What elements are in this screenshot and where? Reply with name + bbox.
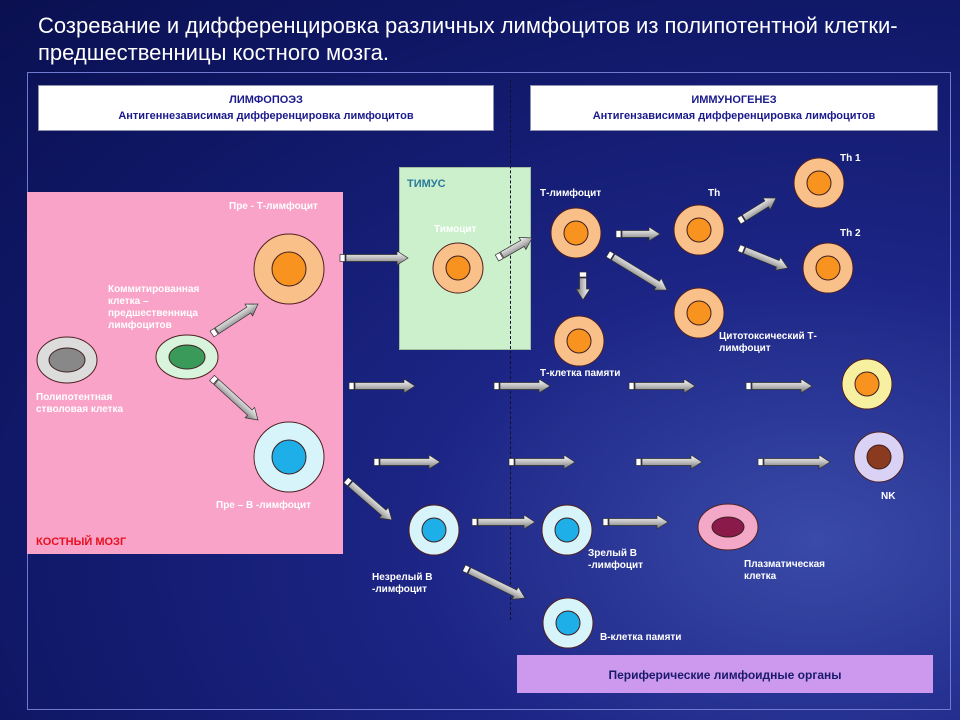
pre-b-cell bbox=[253, 421, 325, 493]
arrow-pre-b-to-immature bbox=[343, 476, 393, 521]
b-memory-cell bbox=[542, 597, 594, 649]
arrow-th-to-th2 bbox=[737, 244, 789, 271]
thymus-label: ТИМУС bbox=[407, 178, 446, 190]
arrow-t-to-cytotoxic bbox=[605, 250, 668, 291]
immature-b-label: Незрелый В -лимфоцит bbox=[372, 572, 433, 595]
arrow-t-to-memory bbox=[575, 271, 591, 301]
arrow-nk-5 bbox=[373, 454, 441, 470]
lymphopoiesis-box: ЛИМФОПОЭЗ Антигеннезависимая дифференцир… bbox=[38, 85, 494, 131]
mature-b-label: Зрелый В -лимфоцит bbox=[588, 548, 644, 571]
arrow-pre-t-to-thymus bbox=[339, 250, 409, 266]
lymphopoiesis-subtitle: Антигеннезависимая дифференцировка лимфо… bbox=[118, 110, 414, 122]
b-memory-label: В-клетка памяти bbox=[600, 632, 682, 643]
cytotoxic-label: Цитотоксический Т-лимфоцит bbox=[719, 331, 817, 354]
arrow-nk-6 bbox=[508, 454, 576, 470]
pre-b-label: Пре – В -лимфоцит bbox=[216, 500, 311, 511]
arrow-th-to-th1 bbox=[736, 197, 777, 225]
th2-label: Th 2 bbox=[840, 228, 861, 239]
arrow-nk-2 bbox=[493, 378, 551, 394]
arrow-nk-4 bbox=[745, 378, 813, 394]
immunogenesis-box: ИММУНОГЕНЕЗ Антигензависимая дифференцир… bbox=[530, 85, 938, 131]
thymocyte-cell bbox=[432, 242, 484, 294]
peripheral-region bbox=[517, 655, 933, 693]
arrow-nk-7 bbox=[635, 454, 703, 470]
mature-b-cell bbox=[541, 504, 593, 556]
arrow-immature-to-mature bbox=[471, 514, 536, 530]
peripheral-label: Периферические лимфоидные органы bbox=[608, 668, 842, 682]
stem-cell bbox=[36, 336, 98, 384]
nk-label: NK bbox=[881, 491, 896, 502]
arrow-committed-to-pre-t bbox=[209, 303, 259, 338]
arrow-thymocyte-to-t bbox=[494, 236, 533, 262]
arrow-nk-3 bbox=[628, 378, 696, 394]
slide-title: Созревание и дифференцировка различных л… bbox=[38, 13, 898, 65]
th-cell bbox=[673, 204, 725, 256]
th-label: Th bbox=[708, 188, 721, 199]
t-lymphocyte-cell bbox=[550, 207, 602, 259]
arrow-immature-to-memory bbox=[461, 564, 526, 600]
immunogenesis-heading: ИММУНОГЕНЕЗ bbox=[691, 94, 777, 106]
plasma-cell bbox=[697, 503, 759, 551]
bone-marrow-label: КОСТНЫЙ МОЗГ bbox=[36, 536, 127, 548]
t-memory-label: Т-клетка памяти bbox=[540, 368, 621, 379]
thymocyte-label: Тимоцит bbox=[434, 224, 477, 235]
stage-divider bbox=[510, 80, 511, 620]
plasma-cell-label: Плазматическая клетка bbox=[744, 559, 826, 582]
pre-t-label: Пре - Т-лимфоцит bbox=[229, 201, 318, 212]
th1-label: Th 1 bbox=[840, 153, 861, 164]
pre-t-cell bbox=[253, 233, 325, 305]
th2-cell bbox=[802, 242, 854, 294]
arrow-t-to-th bbox=[615, 226, 661, 242]
committed-cell-label: Коммитированная клетка – предшественница… bbox=[108, 284, 200, 331]
cell-layer bbox=[36, 157, 905, 649]
arrow-committed-to-pre-b bbox=[209, 374, 259, 421]
cytotoxic-cell bbox=[673, 287, 725, 339]
arrow-nk-8 bbox=[757, 454, 831, 470]
unlabeled-t-cell bbox=[841, 358, 893, 410]
stem-cell-label: Полипотентная стволовая клетка bbox=[36, 392, 124, 415]
arrow-mature-to-plasma bbox=[602, 514, 669, 530]
arrow-nk-1 bbox=[348, 378, 416, 394]
nk-cell bbox=[853, 431, 905, 483]
lymphopoiesis-heading: ЛИМФОПОЭЗ bbox=[229, 94, 303, 106]
t-lymphocyte-label: Т-лимфоцит bbox=[540, 188, 602, 199]
arrow-layer bbox=[209, 197, 831, 600]
immunogenesis-subtitle: Антигензависимая дифференцировка лимфоци… bbox=[592, 110, 876, 122]
committed-cell bbox=[155, 334, 219, 380]
immature-b-cell bbox=[408, 504, 460, 556]
t-memory-cell bbox=[553, 315, 605, 367]
th1-cell bbox=[793, 157, 845, 209]
